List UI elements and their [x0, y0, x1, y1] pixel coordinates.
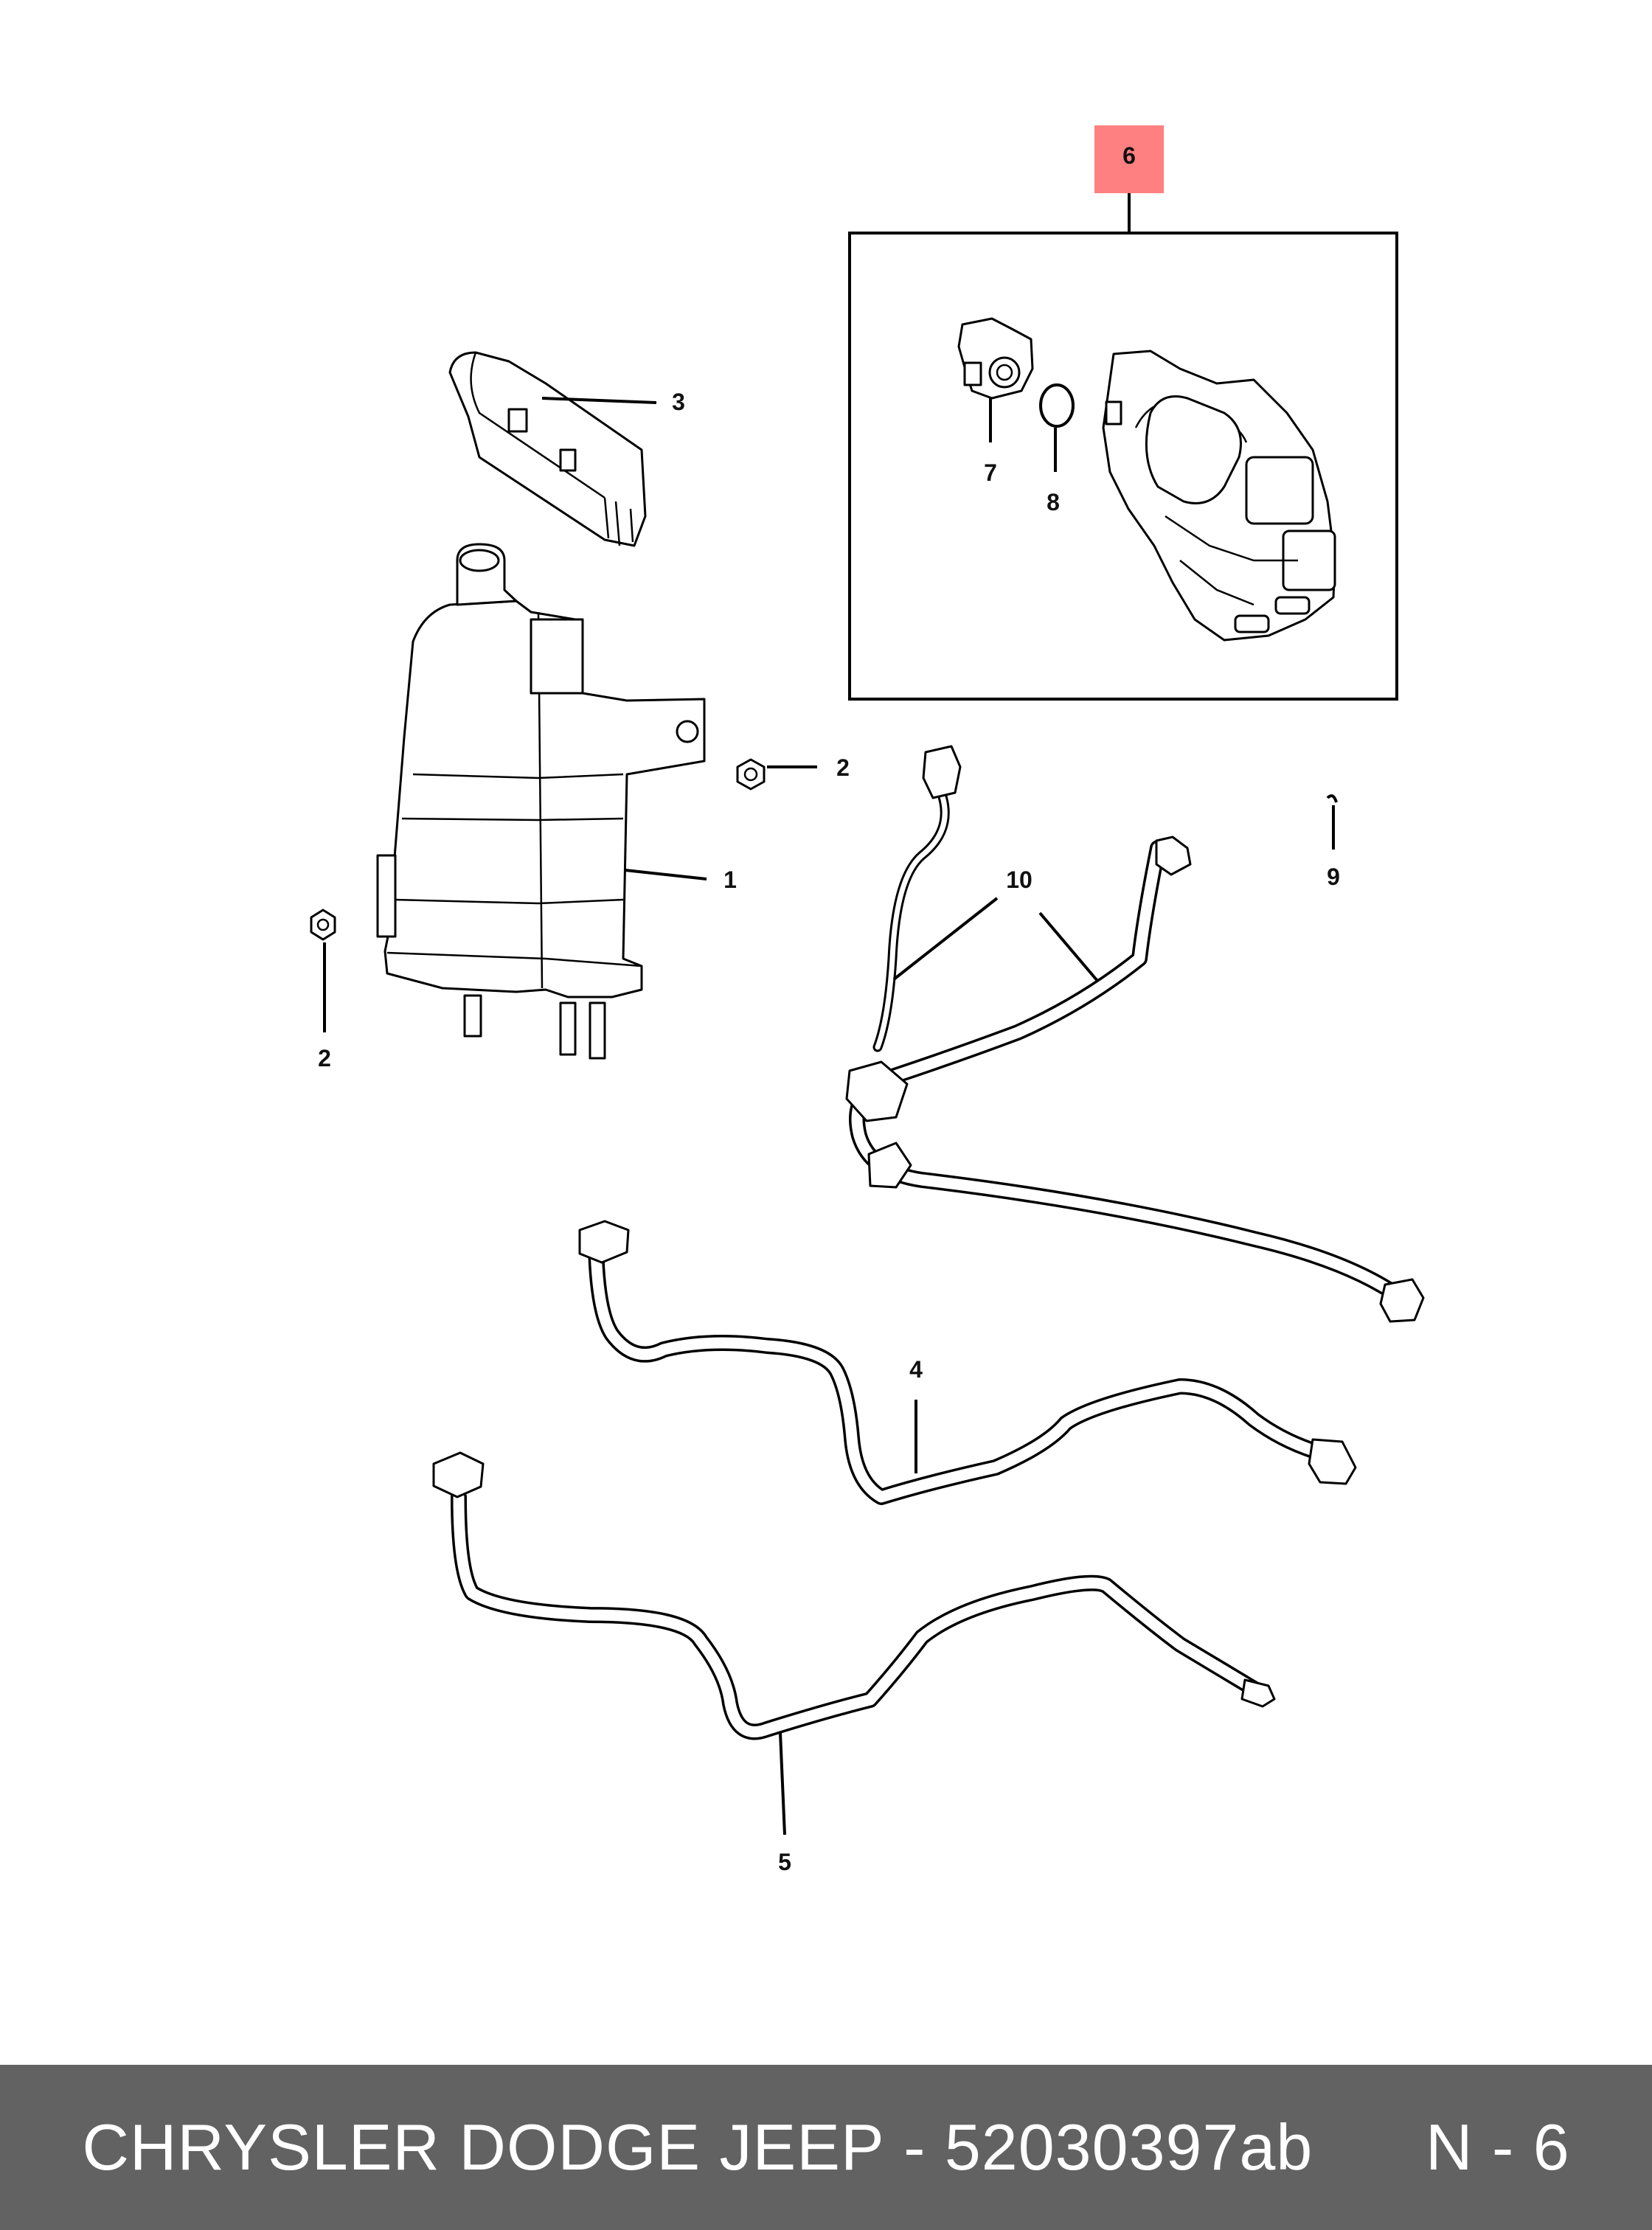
callout-4[interactable]: 4 — [909, 1356, 923, 1383]
callout-2-lower[interactable]: 2 — [318, 1045, 331, 1071]
callout-8[interactable]: 8 — [1047, 489, 1060, 515]
callout-7[interactable]: 7 — [984, 459, 997, 486]
canister-part-1[interactable] — [376, 543, 706, 1060]
hose-part-5[interactable] — [432, 1451, 1276, 1740]
hose-part-4[interactable] — [578, 1220, 1357, 1505]
nut-part-2-lower[interactable] — [310, 909, 336, 941]
valve-assembly-part-6[interactable] — [1102, 350, 1336, 642]
nut-part-2-upper[interactable] — [736, 758, 766, 791]
bracket-part-3[interactable] — [448, 351, 647, 547]
callout-5[interactable]: 5 — [778, 1849, 791, 1875]
harness-part-10[interactable] — [845, 745, 1425, 1323]
callout-10[interactable]: 10 — [1006, 866, 1032, 893]
footer-brand: CHRYSLER DODGE JEEP — [82, 2111, 885, 2184]
kit-frame — [848, 232, 1398, 701]
callout-9[interactable]: 9 — [1327, 864, 1340, 890]
parts-diagram: 6 7 8 3 — [310, 125, 1425, 1875]
callout-6[interactable]: 6 — [1122, 142, 1136, 169]
footer-bar: CHRYSLER DODGE JEEP - 52030397ab N - 6 — [0, 2065, 1652, 2230]
connector-part-7[interactable] — [957, 317, 1034, 400]
footer-part-number: 52030397ab — [944, 2111, 1313, 2184]
clip-part-9[interactable] — [1326, 794, 1338, 803]
callout-2-upper[interactable]: 2 — [836, 754, 850, 781]
callout-1[interactable]: 1 — [723, 866, 737, 893]
footer-page-ref: N - 6 — [1425, 2111, 1570, 2184]
o-ring-part-8[interactable] — [1039, 383, 1075, 428]
highlight-box-6 — [1094, 125, 1164, 193]
callout-3[interactable]: 3 — [672, 389, 685, 415]
footer-separator: - — [903, 2111, 926, 2184]
